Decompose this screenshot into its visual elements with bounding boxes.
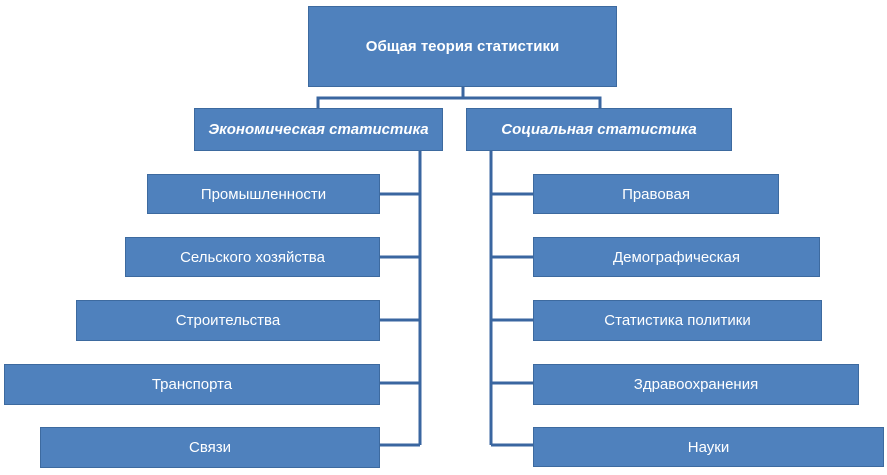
social-item-demographic: Демографическая [533, 237, 820, 277]
social-item-label: Демографическая [612, 248, 741, 266]
root-node-label: Общая теория статистики [365, 38, 560, 55]
root-branch-bracket [316, 96, 602, 108]
social-item-science: Науки [533, 427, 884, 467]
social-item-politics-statistics: Статистика политики [533, 300, 822, 341]
economic-item-industry: Промышленности [147, 174, 380, 214]
social-item-label: Здравоохранения [633, 376, 759, 393]
economic-item-label: Транспорта [151, 376, 233, 393]
social-item-legal: Правовая [533, 174, 779, 214]
social-statistics-node: Социальная статистика [466, 108, 732, 151]
social-item-label: Статистика политики [604, 312, 751, 329]
social-item-label: Науки [687, 438, 730, 456]
economic-item-label: Сельского хозяйства [180, 248, 325, 266]
social-statistics-label: Социальная статистика [501, 121, 697, 138]
root-node: Общая теория статистики [308, 6, 617, 87]
economic-statistics-node: Экономическая статистика [194, 108, 443, 151]
economic-item-label: Связи [188, 439, 231, 456]
social-item-label: Правовая [622, 185, 690, 203]
economic-item-agriculture: Сельского хозяйства [125, 237, 380, 277]
economic-item-label: Строительства [175, 312, 281, 329]
economic-item-construction: Строительства [76, 300, 380, 341]
social-item-healthcare: Здравоохранения [533, 364, 859, 405]
economic-item-label: Промышленности [200, 185, 327, 203]
economic-statistics-label: Экономическая статистика [208, 121, 429, 138]
economic-item-communications: Связи [40, 427, 380, 468]
economic-item-transport: Транспорта [4, 364, 380, 405]
